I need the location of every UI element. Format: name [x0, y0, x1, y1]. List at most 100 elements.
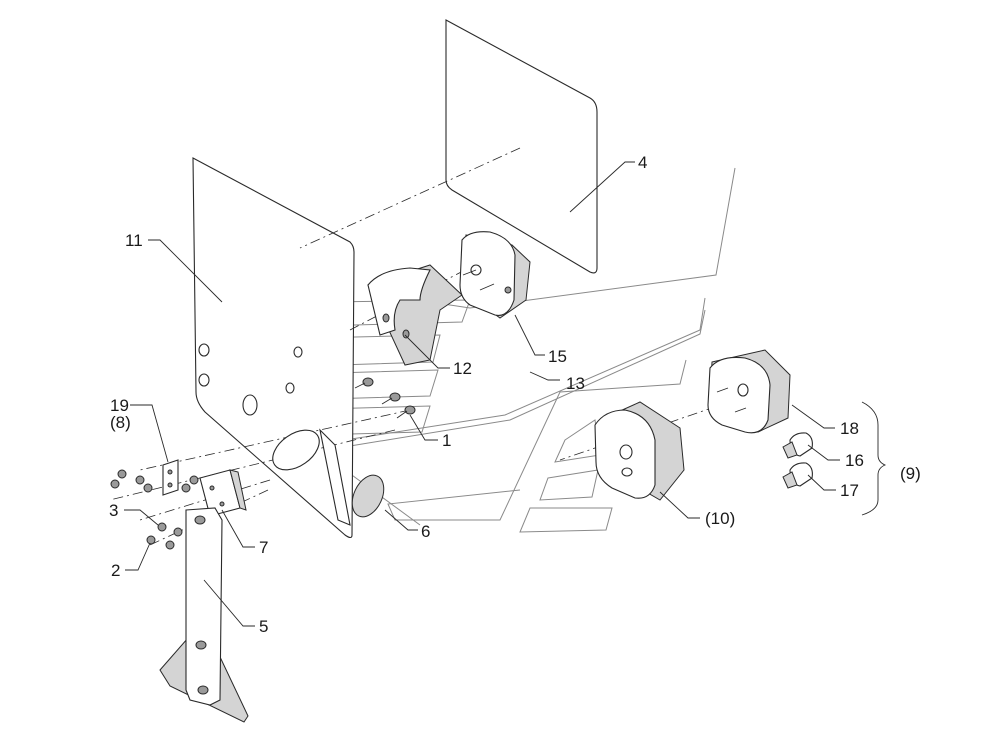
screw [404, 405, 416, 415]
leader-5 [203, 579, 255, 627]
stripe-block [519, 507, 613, 533]
callout-4: 4 [638, 153, 647, 172]
leader-2 [125, 542, 151, 571]
screw-shank [381, 397, 393, 405]
washer-part-3 [143, 483, 153, 493]
hole [198, 343, 210, 357]
hole [198, 373, 210, 387]
bracket-part-19 [162, 459, 179, 496]
callout-labels: 11 4 12 15 13 1 18 16 17 (9) (10) 6 7 5 … [109, 153, 921, 636]
bulb-part-17 [782, 462, 813, 489]
axis-line [139, 479, 271, 521]
axis-line [139, 409, 411, 471]
stripe-block [554, 419, 601, 463]
hole [242, 394, 258, 416]
hole [167, 482, 173, 488]
guard-bracket-part-12 [367, 264, 463, 366]
callout-5: 5 [259, 617, 268, 636]
hole [195, 640, 207, 650]
hole [402, 329, 410, 339]
lamp-pin [479, 283, 495, 291]
lens-disc-part-6 [351, 474, 385, 518]
reflector-disc [272, 429, 320, 471]
plate-holes [198, 343, 303, 416]
screws-part-1 [354, 377, 416, 419]
nut [165, 540, 175, 550]
bracket-plate [162, 459, 179, 496]
hole [194, 515, 206, 525]
nut [173, 527, 183, 537]
screw [389, 392, 401, 402]
housing-hole [621, 467, 633, 477]
hole [382, 313, 390, 323]
callout-11: 11 [125, 231, 143, 250]
lamp-housing-part-10 [594, 401, 685, 501]
screw [362, 377, 374, 387]
leader-lines [124, 161, 840, 627]
leader-17 [807, 474, 836, 491]
rear-panel-part-4 [445, 19, 598, 274]
callout-12: 12 [453, 359, 472, 378]
callout-2: 2 [111, 561, 120, 580]
callout-1: 1 [442, 431, 451, 450]
leader-10 [659, 491, 700, 519]
leader-12 [404, 334, 450, 369]
hole [285, 382, 295, 394]
stripe-block [539, 469, 599, 501]
lamp-part-15 [459, 231, 531, 319]
leader-6 [384, 509, 418, 531]
lamp-pin [716, 387, 729, 393]
axis-line [299, 147, 521, 249]
leader-13 [529, 371, 560, 381]
lamp-face [707, 356, 771, 434]
axis-line [109, 429, 396, 501]
leader-1 [409, 414, 438, 441]
callout-8: (8) [110, 413, 131, 432]
leader-7 [221, 509, 255, 548]
screw-shank [354, 382, 366, 389]
support-bar-part-5 [159, 507, 249, 723]
leader-19 [130, 404, 169, 463]
callout-15: 15 [548, 347, 567, 366]
callout-7: 7 [259, 538, 268, 557]
callout-6: 6 [421, 522, 430, 541]
leader-3 [124, 509, 159, 526]
clamp-edge [229, 469, 247, 511]
callout-3: 3 [109, 501, 118, 520]
screw-shank [396, 410, 408, 419]
leader-15 [514, 314, 545, 356]
chevron-stripe [349, 309, 706, 447]
nut [117, 469, 127, 479]
nut-part-2 [146, 535, 156, 545]
leader-4 [569, 161, 635, 213]
lamp-bolt [504, 286, 512, 294]
bulb-part-16 [782, 432, 813, 459]
lamp-face [459, 231, 516, 316]
plate-flange [319, 428, 351, 526]
hole [197, 685, 209, 695]
bulb-base [782, 441, 798, 459]
housing-hole [619, 444, 633, 460]
callout-13: 13 [566, 374, 585, 393]
bulb-base [782, 471, 798, 489]
chevron-stripe [429, 167, 736, 309]
axis-line [559, 399, 736, 461]
fasteners [110, 469, 199, 550]
hole [293, 346, 303, 358]
nut [181, 483, 191, 493]
callout-10: (10) [705, 509, 735, 528]
lamp-socket [737, 383, 749, 397]
chevron-stripe [387, 359, 687, 521]
callout-18: 18 [840, 419, 859, 438]
callout-9: (9) [900, 464, 921, 483]
clamp-plate-part-7 [199, 469, 247, 517]
nut [110, 479, 120, 489]
lamp-pin [734, 407, 747, 413]
hole [219, 501, 225, 507]
callout-17: 17 [840, 481, 859, 500]
hole [209, 485, 215, 491]
hole [167, 469, 173, 475]
leader-16 [807, 444, 840, 461]
leader-11 [148, 239, 223, 303]
